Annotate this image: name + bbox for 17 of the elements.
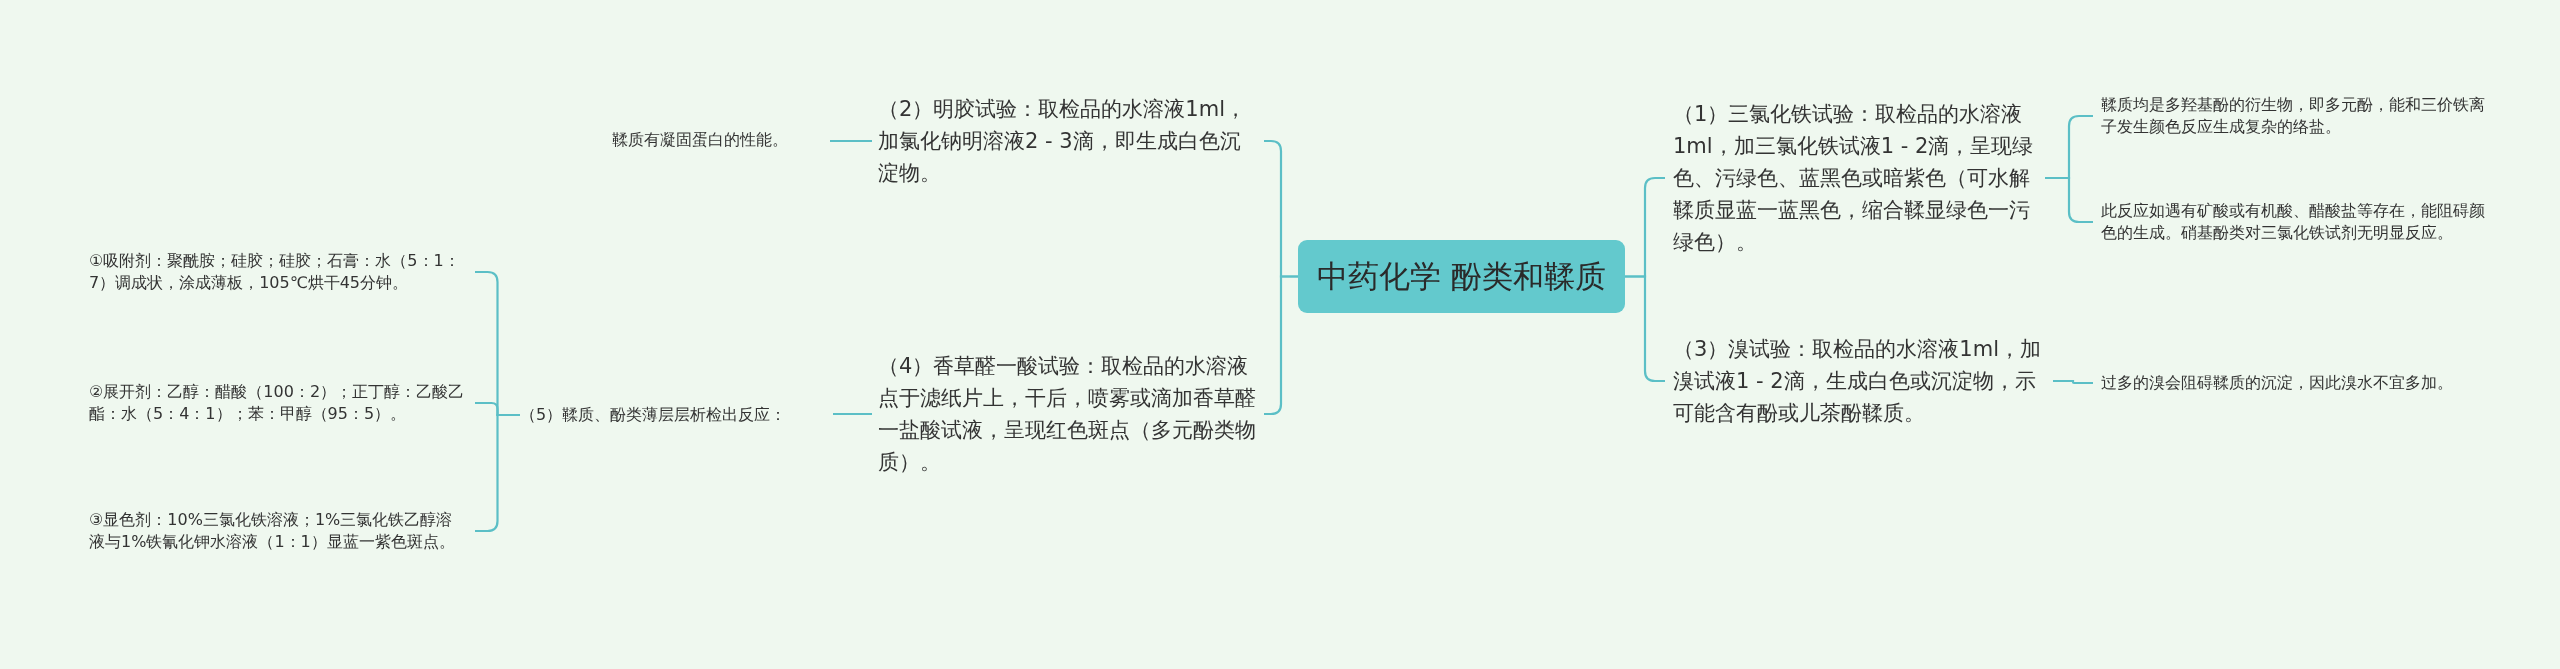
connector-line [2045, 176, 2093, 224]
branch-text: （4）香草醛一酸试验：取检品的水溶液点于滤纸片上，干后，喷雾或滴加香草醛一盐酸试液，呈现红色斑点（多元酚类物质）。 [878, 350, 1256, 478]
branch-text: （3）溴试验：取检品的水溶液1ml，加溴试液1 - 2滴，生成白色或沉淀物，示可能含有酚或儿茶酚鞣质。 [1673, 333, 2053, 429]
central-topic-box: 中药化学 酚类和鞣质 [1298, 240, 1625, 313]
connector-line [2053, 379, 2093, 385]
branch-text: （5）鞣质、酚类薄层层析检出反应： [520, 404, 825, 426]
connector-line [833, 412, 872, 416]
note-text: 此反应如遇有矿酸或有机酸、醋酸盐等存在，能阻碍颜色的生成。硝基酚类对三氯化铁试剂无明显反应。 [2101, 200, 2486, 244]
note-text: ②展开剂：乙醇：醋酸（100：2）；正丁醇：乙酸乙酯：水（5：4：1）；苯：甲醇（95：5）。 [89, 381, 467, 425]
branch-text: （2）明胶试验：取检品的水溶液1ml，加氯化钠明溶液2 - 3滴，即生成白色沉淀物。 [878, 93, 1256, 189]
note-text: ①吸附剂：聚酰胺；硅胶；硅胶；石膏：水（5：1：7）调成状，涂成薄板，105℃烘干45分钟。 [89, 250, 467, 294]
note-text: 鞣质均是多羟基酚的衍生物，即多元酚，能和三价铁离子发生颜色反应生成复杂的络盐。 [2101, 94, 2486, 138]
note-text: 过多的溴会阻碍鞣质的沉淀，因此溴水不宜多加。 [2101, 372, 2486, 394]
note-text: 鞣质有凝固蛋白的性能。 [612, 129, 822, 151]
connector-line [830, 139, 872, 143]
branch-text: （1）三氯化铁试验：取检品的水溶液1ml，加三氯化铁试液1 - 2滴，呈现绿色、污绿色、蓝黑色或暗紫色（可水解鞣质显蓝一蓝黑色，缩合鞣显绿色一污绿色）。 [1673, 98, 2045, 258]
note-text: ③显色剂：10%三氯化铁溶液；1%三氯化铁乙醇溶液与1%铁氰化钾水溶液（1：1）显蓝一紫色斑点。 [89, 509, 467, 553]
